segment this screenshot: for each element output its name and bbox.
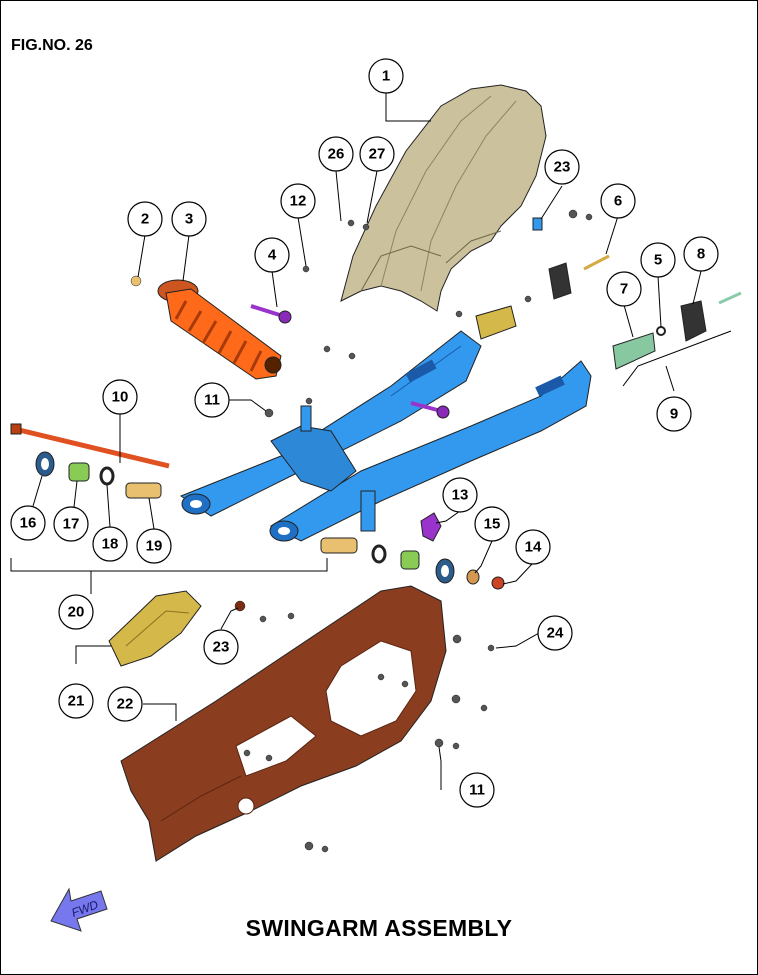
svg-text:22: 22	[117, 696, 134, 713]
callout-11-upper: 11	[194, 382, 230, 418]
svg-text:5: 5	[654, 252, 662, 269]
callout-7: 7	[606, 271, 642, 307]
callout-15: 15	[474, 506, 510, 542]
small-fasteners	[130, 209, 593, 853]
callout-23-lower: 23	[203, 629, 239, 665]
callout-22: 22	[107, 686, 143, 722]
svg-text:23: 23	[213, 639, 230, 656]
part-13-cap	[420, 512, 442, 542]
svg-text:19: 19	[146, 538, 163, 555]
svg-text:15: 15	[484, 516, 501, 533]
part-shock-absorber	[157, 279, 282, 380]
callout-6: 6	[600, 183, 636, 219]
svg-text:10: 10	[112, 389, 129, 406]
callout-10: 10	[102, 379, 138, 415]
svg-text:8: 8	[697, 246, 705, 263]
svg-text:17: 17	[63, 516, 80, 533]
callout-19: 19	[136, 528, 172, 564]
callout-14: 14	[515, 529, 551, 565]
svg-text:20: 20	[68, 604, 85, 621]
callout-26: 26	[318, 136, 354, 172]
callout-16: 16	[10, 505, 46, 541]
svg-text:4: 4	[268, 247, 277, 264]
callout-23-upper: 23	[544, 149, 580, 185]
svg-text:14: 14	[525, 539, 542, 556]
callout-24: 24	[537, 615, 573, 651]
parts-bushings-right	[320, 537, 505, 590]
svg-text:1: 1	[382, 68, 390, 85]
callout-17: 17	[53, 506, 89, 542]
svg-text:18: 18	[102, 536, 119, 553]
callout-27: 27	[359, 136, 395, 172]
svg-text:7: 7	[620, 281, 628, 298]
callout-21: 21	[58, 683, 94, 719]
part-chain-guide	[108, 590, 202, 667]
part-swingarm	[179, 330, 592, 542]
svg-text:11: 11	[469, 782, 485, 799]
svg-text:2: 2	[141, 211, 149, 228]
parts-16-19-bushings	[35, 451, 162, 499]
parts-middle-adjusters	[475, 217, 572, 340]
part-pivot-shaft	[10, 423, 170, 469]
callout-1: 1	[368, 58, 404, 94]
svg-text:9: 9	[670, 406, 678, 423]
callout-8: 8	[683, 236, 719, 272]
part-shock-bolt	[250, 304, 292, 324]
callout-3: 3	[171, 201, 207, 237]
diagram-title: SWINGARM ASSEMBLY	[245, 915, 513, 941]
svg-text:16: 16	[20, 515, 37, 532]
svg-text:23: 23	[554, 159, 571, 176]
parts-chain-adjusters	[583, 254, 742, 370]
part-chain-case	[120, 585, 447, 862]
callout-2: 2	[127, 201, 163, 237]
callout-13: 13	[442, 477, 478, 513]
callout-18: 18	[92, 526, 128, 562]
svg-text:6: 6	[614, 193, 622, 210]
callout-9: 9	[656, 396, 692, 432]
callout-20: 20	[58, 594, 94, 630]
svg-text:24: 24	[547, 625, 564, 642]
part-rear-mudguard	[340, 84, 547, 312]
figure-number: FIG.NO. 26	[11, 37, 93, 54]
svg-text:13: 13	[452, 487, 469, 504]
fwd-arrow-icon: FWD	[50, 887, 108, 932]
svg-text:21: 21	[68, 693, 85, 710]
callout-5: 5	[640, 242, 676, 278]
svg-text:11: 11	[204, 392, 220, 409]
svg-text:26: 26	[328, 146, 345, 163]
svg-text:27: 27	[369, 146, 386, 163]
part-swingarm-bolt	[410, 401, 450, 419]
leader-lines	[10, 91, 732, 790]
svg-text:12: 12	[290, 193, 307, 210]
svg-text:3: 3	[185, 211, 193, 228]
callout-12: 12	[280, 183, 316, 219]
callout-11-lower: 11	[459, 772, 495, 808]
callout-4: 4	[254, 237, 290, 273]
